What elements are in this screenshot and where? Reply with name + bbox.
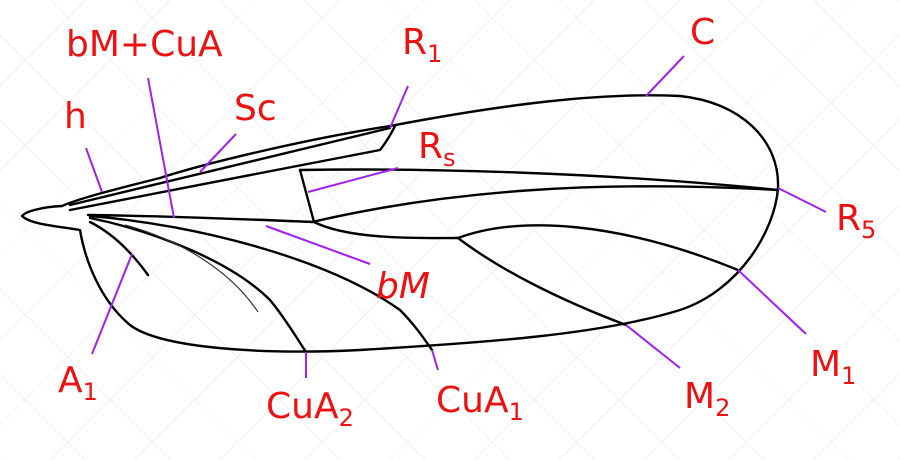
leader-r5 — [777, 187, 827, 213]
label-bm-cua: bM+CuA — [66, 24, 223, 65]
leader-rs — [307, 167, 399, 193]
vein-sc — [68, 126, 392, 207]
leader-r1 — [389, 85, 409, 129]
label-rs: Rs — [418, 126, 456, 172]
label-bm: bM — [376, 266, 430, 307]
wing-outline — [20, 94, 780, 353]
vein-r1 — [68, 124, 397, 212]
vein-m1 — [456, 224, 740, 272]
vein-m2 — [456, 236, 628, 327]
vein-rs — [298, 168, 780, 192]
label-a1: A1 — [58, 360, 98, 406]
label-h: h — [64, 96, 87, 137]
leader-a1 — [91, 253, 133, 355]
vein-r5 — [310, 185, 780, 224]
leader-c — [645, 55, 685, 97]
label-r1: R1 — [402, 22, 442, 68]
leader-bm — [265, 225, 371, 265]
vein-a1 — [88, 220, 150, 277]
leader-h — [85, 147, 103, 193]
leader-bm-cua — [147, 77, 175, 219]
leader-m2 — [625, 324, 681, 369]
vein-m-stem — [86, 213, 460, 240]
label-cua1: CuA1 — [436, 380, 524, 426]
label-c: C — [690, 12, 715, 53]
crossvein-r-m — [298, 168, 316, 224]
label-r5: R5 — [836, 198, 876, 244]
leader-m1 — [737, 269, 807, 335]
leader-sc — [199, 133, 237, 173]
label-m1: M1 — [810, 344, 856, 390]
leader-cua1 — [431, 349, 439, 371]
anal-fold — [124, 224, 259, 313]
vein-cua1 — [88, 214, 434, 352]
vein-cua2 — [88, 216, 308, 354]
label-m2: M2 — [684, 376, 730, 422]
label-cua2: CuA2 — [266, 386, 354, 432]
label-sc: Sc — [234, 88, 277, 129]
